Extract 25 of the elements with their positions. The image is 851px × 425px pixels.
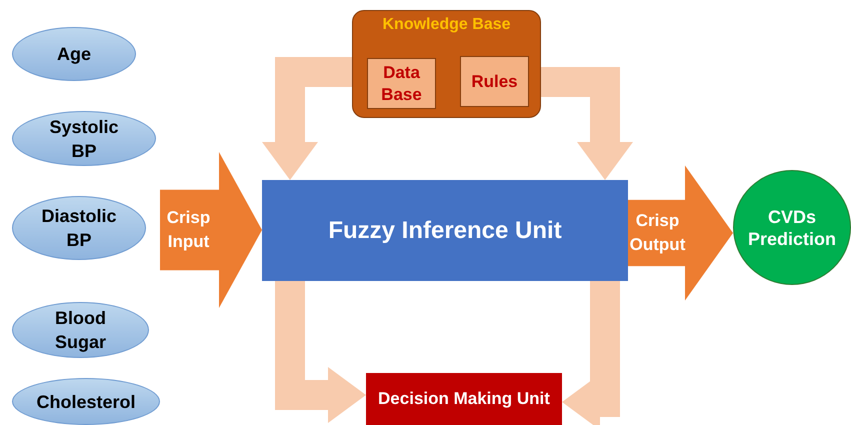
block-arrow <box>275 281 366 423</box>
process-box <box>460 56 529 107</box>
process-box <box>262 180 628 281</box>
block-arrow <box>262 57 352 180</box>
process-box <box>366 373 562 425</box>
node-label: Decision Making Unit <box>378 388 550 410</box>
node-label: Age <box>56 43 92 66</box>
node-label: Fuzzy Inference Unit <box>328 216 562 246</box>
node-label: Cholesterol <box>35 390 137 414</box>
node-label: Systolic BP <box>48 116 120 162</box>
knowledge-panel <box>352 10 541 118</box>
panel-title: Knowledge Base <box>381 15 512 35</box>
edge-label: Crisp Input <box>166 207 212 253</box>
node-label: Data Base <box>380 62 423 106</box>
node-label: Rules <box>471 70 518 92</box>
block-arrow <box>562 281 620 425</box>
node-label: CVDs <box>768 206 816 228</box>
node-label: Diastolic BP <box>40 205 118 252</box>
block-arrow <box>541 67 633 180</box>
process-box <box>367 58 436 109</box>
node-label: Blood Sugar <box>54 307 107 354</box>
node-label: Prediction <box>748 228 836 250</box>
edge-label: Crisp Output <box>630 210 686 256</box>
block-arrow <box>628 166 733 300</box>
block-arrow <box>160 152 262 308</box>
